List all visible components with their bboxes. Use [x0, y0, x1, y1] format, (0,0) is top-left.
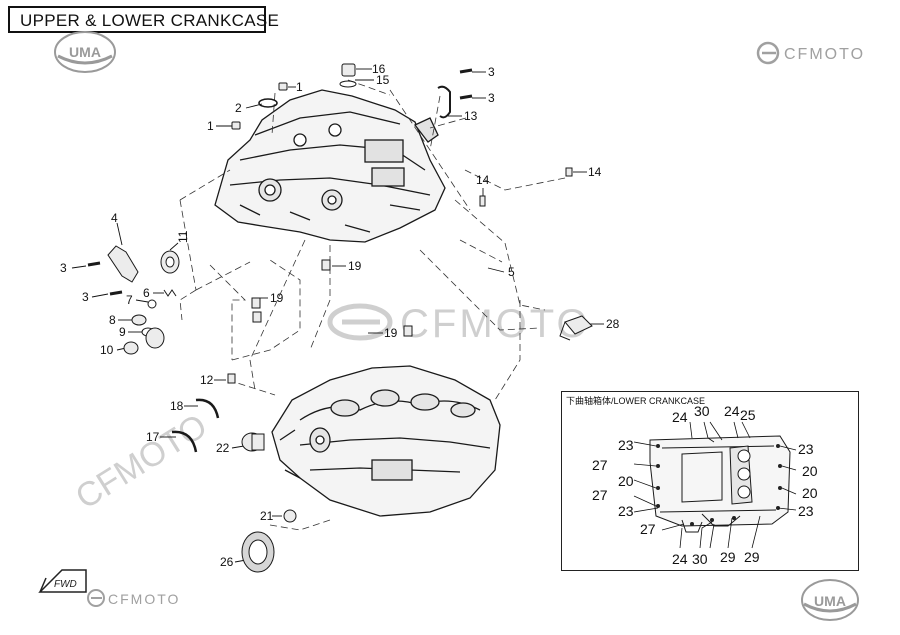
inset-callout-20-c: 20: [802, 485, 818, 501]
inset-callout-29-b: 29: [744, 549, 760, 565]
inset-callout-29-a: 29: [720, 549, 736, 565]
inset-callout-23-d: 23: [798, 503, 814, 519]
inset-callout-30-b: 30: [692, 551, 708, 567]
callout-19-top: 19: [348, 259, 362, 273]
cfmoto-watermark-text: CFMOTO: [400, 302, 591, 346]
callout-16: 16: [372, 62, 386, 76]
inset-title: 下曲轴箱体/LOWER CRANKCASE: [566, 396, 706, 406]
callout-13: 13: [464, 109, 478, 123]
diagram-title: UPPER & LOWER CRANKCASE: [20, 11, 280, 30]
callout-1-left: 1: [207, 119, 214, 133]
callout-22: 22: [216, 441, 230, 455]
cfmoto-logo-bottom-icon: CFMOTO: [87, 589, 180, 607]
inset-callout-20-a: 20: [618, 473, 634, 489]
inset-callout-30-a: 30: [694, 403, 710, 419]
callout-15: 15: [376, 73, 390, 87]
uma-logo-bottom-text: UMA: [814, 593, 846, 609]
callout-21: 21: [260, 509, 274, 523]
callout-4: 4: [111, 211, 118, 225]
callout-3-c: 3: [60, 261, 67, 275]
callout-28: 28: [606, 317, 620, 331]
callout-10: 10: [100, 343, 114, 357]
uma-logo-bottom-icon: UMA: [801, 579, 859, 621]
cfmoto-logo-bottom-text: CFMOTO: [108, 591, 180, 607]
inset-callout-labels: 24 30 24 25 23 27 20 27 23 23 20 20 23 2…: [592, 403, 818, 567]
inset-callout-24-b: 24: [724, 403, 740, 419]
callout-2: 2: [235, 101, 242, 115]
diagonal-watermark: CFMOTO: [69, 407, 214, 517]
inset-callout-27-a: 27: [592, 457, 608, 473]
callout-7: 7: [126, 293, 133, 307]
diagram-title-box: UPPER & LOWER CRANKCASE: [8, 6, 279, 33]
callout-3-d: 3: [82, 290, 89, 304]
cfmoto-logo-top-text: CFMOTO: [784, 46, 865, 63]
inset-callout-27-c: 27: [640, 521, 656, 537]
callout-11: 11: [176, 230, 190, 243]
callout-17: 17: [146, 430, 160, 444]
callout-labels: 16 15 1 2 1 3 3 13 14 14 4 11 3 3 6 7 8 …: [60, 62, 620, 569]
lower-crankcase-inset: 下曲轴箱体/LOWER CRANKCASE: [561, 391, 859, 571]
inset-callout-23-c: 23: [798, 441, 814, 457]
callout-9: 9: [119, 325, 126, 339]
inset-callout-23-b: 23: [618, 503, 634, 519]
inset-callout-25: 25: [740, 407, 756, 423]
fwd-arrow-icon: FWD: [38, 569, 87, 593]
cfmoto-watermark-icon: CFMOTO: [327, 302, 591, 346]
inset-callout-24-c: 24: [672, 551, 688, 567]
callout-5: 5: [508, 265, 515, 279]
callout-3-a: 3: [488, 65, 495, 79]
inset-leader-lines: [633, 421, 797, 549]
callout-14-right: 14: [588, 165, 602, 179]
callout-8: 8: [109, 313, 116, 327]
small-parts: [87, 63, 593, 573]
inset-callout-20-b: 20: [802, 463, 818, 479]
callout-18: 18: [170, 399, 184, 413]
inset-callout-27-b: 27: [592, 487, 608, 503]
fwd-label: FWD: [54, 579, 77, 590]
callout-3-b: 3: [488, 91, 495, 105]
lower-crankcase-part: [271, 365, 501, 517]
inset-crankcase-part: [649, 435, 791, 533]
callout-19-left: 19: [270, 291, 284, 305]
callout-14-mid: 14: [476, 173, 490, 187]
inset-canvas: 24 30 24 25 23 27 20 27 23 23 20 20 23 2…: [592, 403, 818, 567]
callout-19-mid: 19: [384, 326, 398, 340]
upper-crankcase-part: [214, 89, 446, 243]
uma-logo-top-text: UMA: [69, 44, 101, 60]
assembly-dash-lines: [179, 79, 566, 531]
inset-callout-24-a: 24: [672, 409, 688, 425]
callout-12: 12: [200, 373, 214, 387]
inset-bolt-dots: [656, 444, 782, 526]
callout-1-top: 1: [296, 80, 303, 94]
uma-logo-top-icon: UMA: [54, 31, 116, 73]
cfmoto-logo-top-icon: CFMOTO: [756, 41, 865, 65]
callout-6: 6: [143, 286, 150, 300]
callout-26: 26: [220, 555, 234, 569]
inset-callout-23-a: 23: [618, 437, 634, 453]
